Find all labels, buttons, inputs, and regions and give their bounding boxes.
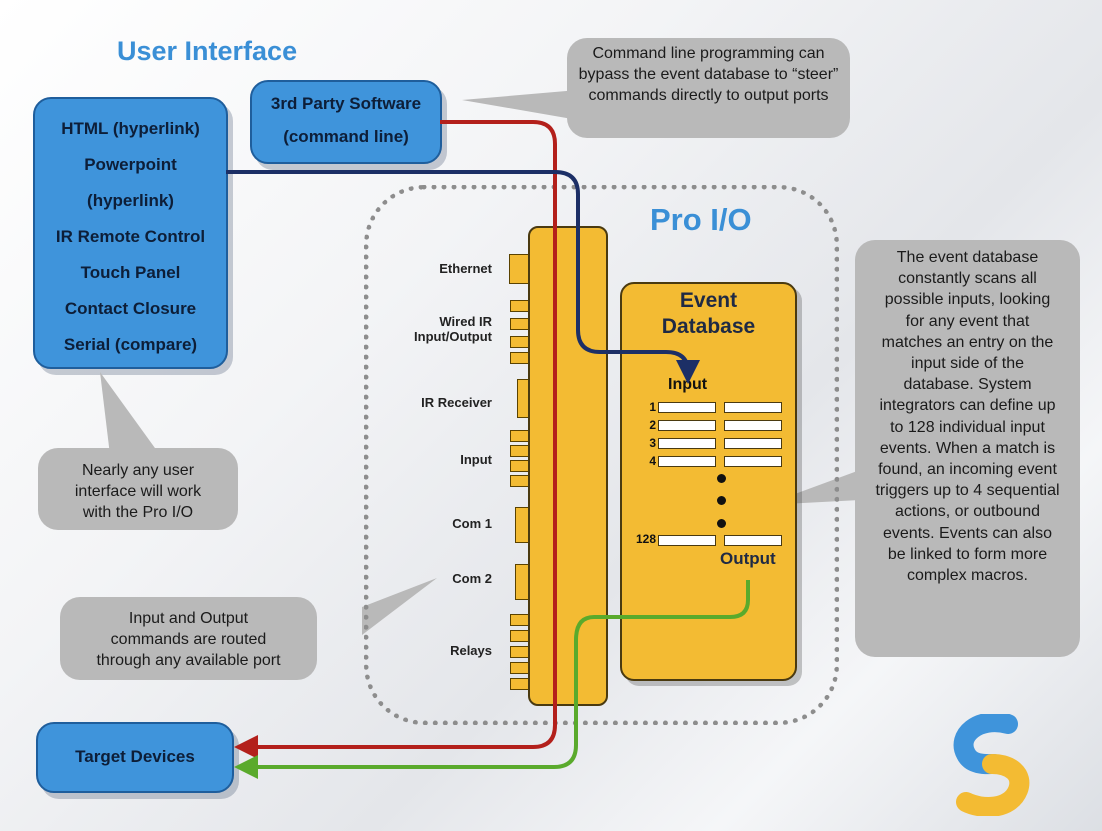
pro-io-title: Pro I/O (650, 202, 752, 237)
ui-item-contact-closure: Contact Closure (64, 299, 197, 318)
ui-item-hyperlink: (hyperlink) (87, 191, 174, 210)
port-label-ethernet: Ethernet (439, 261, 492, 276)
note-command-line: Command line programming can bypass the … (567, 38, 850, 138)
output-cell-1 (724, 402, 782, 413)
port-label-relays: Relays (450, 643, 492, 658)
note-any-interface: Nearly any user interface will work with… (38, 448, 238, 530)
input-cell-2 (658, 420, 716, 431)
row-number-3: 3 (649, 436, 656, 450)
target-devices-box: Target Devices (36, 722, 234, 793)
ui-item-touch-panel: Touch Panel (80, 263, 181, 282)
third-party-software-box: 3rd Party Software (command line) (250, 80, 442, 164)
row-number-4: 4 (649, 454, 656, 468)
io-bus (528, 226, 608, 706)
input-cell-128 (658, 535, 716, 546)
port-label-input: Input (460, 452, 492, 467)
row-number-1: 1 (649, 400, 656, 414)
output-cell-128 (724, 535, 782, 546)
navy-interface-route (226, 170, 700, 384)
ui-item-powerpoint: Powerpoint (84, 155, 177, 174)
pointer-any-interface (100, 372, 160, 455)
event-database-title-1: Event (679, 289, 738, 312)
pro-io-boundary (364, 185, 839, 725)
third-party-line2: (command line) (283, 127, 409, 146)
port-label-wired-ir-1: Wired IR (439, 314, 492, 329)
port-label-com1: Com 1 (452, 516, 492, 531)
port-label-wired-ir: Wired IR Input/Output (380, 314, 492, 344)
note-event-database: The event database constantly scans all … (855, 240, 1080, 657)
user-interface-title: User Interface (117, 36, 298, 66)
ui-item-html: HTML (hyperlink) (61, 119, 200, 138)
third-party-line1: 3rd Party Software (270, 94, 422, 113)
ellipsis-dot-3 (717, 519, 726, 528)
output-cell-4 (724, 456, 782, 467)
output-cell-3 (724, 438, 782, 449)
event-database-title-2: Database (661, 315, 756, 338)
ui-item-serial: Serial (compare) (63, 335, 198, 354)
pointer-routed (362, 578, 437, 635)
input-cell-4 (658, 456, 716, 467)
row-number-2: 2 (649, 418, 656, 432)
logo-icon (953, 714, 1030, 816)
event-database-output-label: Output (720, 549, 776, 568)
event-database-panel: Event Database (620, 282, 797, 681)
port-label-com2: Com 2 (452, 571, 492, 586)
pointer-command-line (462, 90, 578, 120)
green-output-route (234, 580, 750, 779)
target-devices-label: Target Devices (75, 747, 195, 766)
input-cell-3 (658, 438, 716, 449)
output-cell-2 (724, 420, 782, 431)
ellipsis-dot-2 (717, 496, 726, 505)
note-routed: Input and Output commands are routed thr… (60, 597, 317, 680)
row-number-128: 128 (635, 532, 656, 546)
ellipsis-dot-1 (717, 474, 726, 483)
port-label-ir-receiver: IR Receiver (421, 395, 492, 410)
ui-item-ir-remote: IR Remote Control (55, 227, 206, 246)
user-interface-box: HTML (hyperlink) Powerpoint (hyperlink) … (33, 97, 228, 369)
input-cell-1 (658, 402, 716, 413)
port-label-wired-ir-2: Input/Output (414, 329, 492, 344)
red-command-line-route (234, 120, 557, 759)
